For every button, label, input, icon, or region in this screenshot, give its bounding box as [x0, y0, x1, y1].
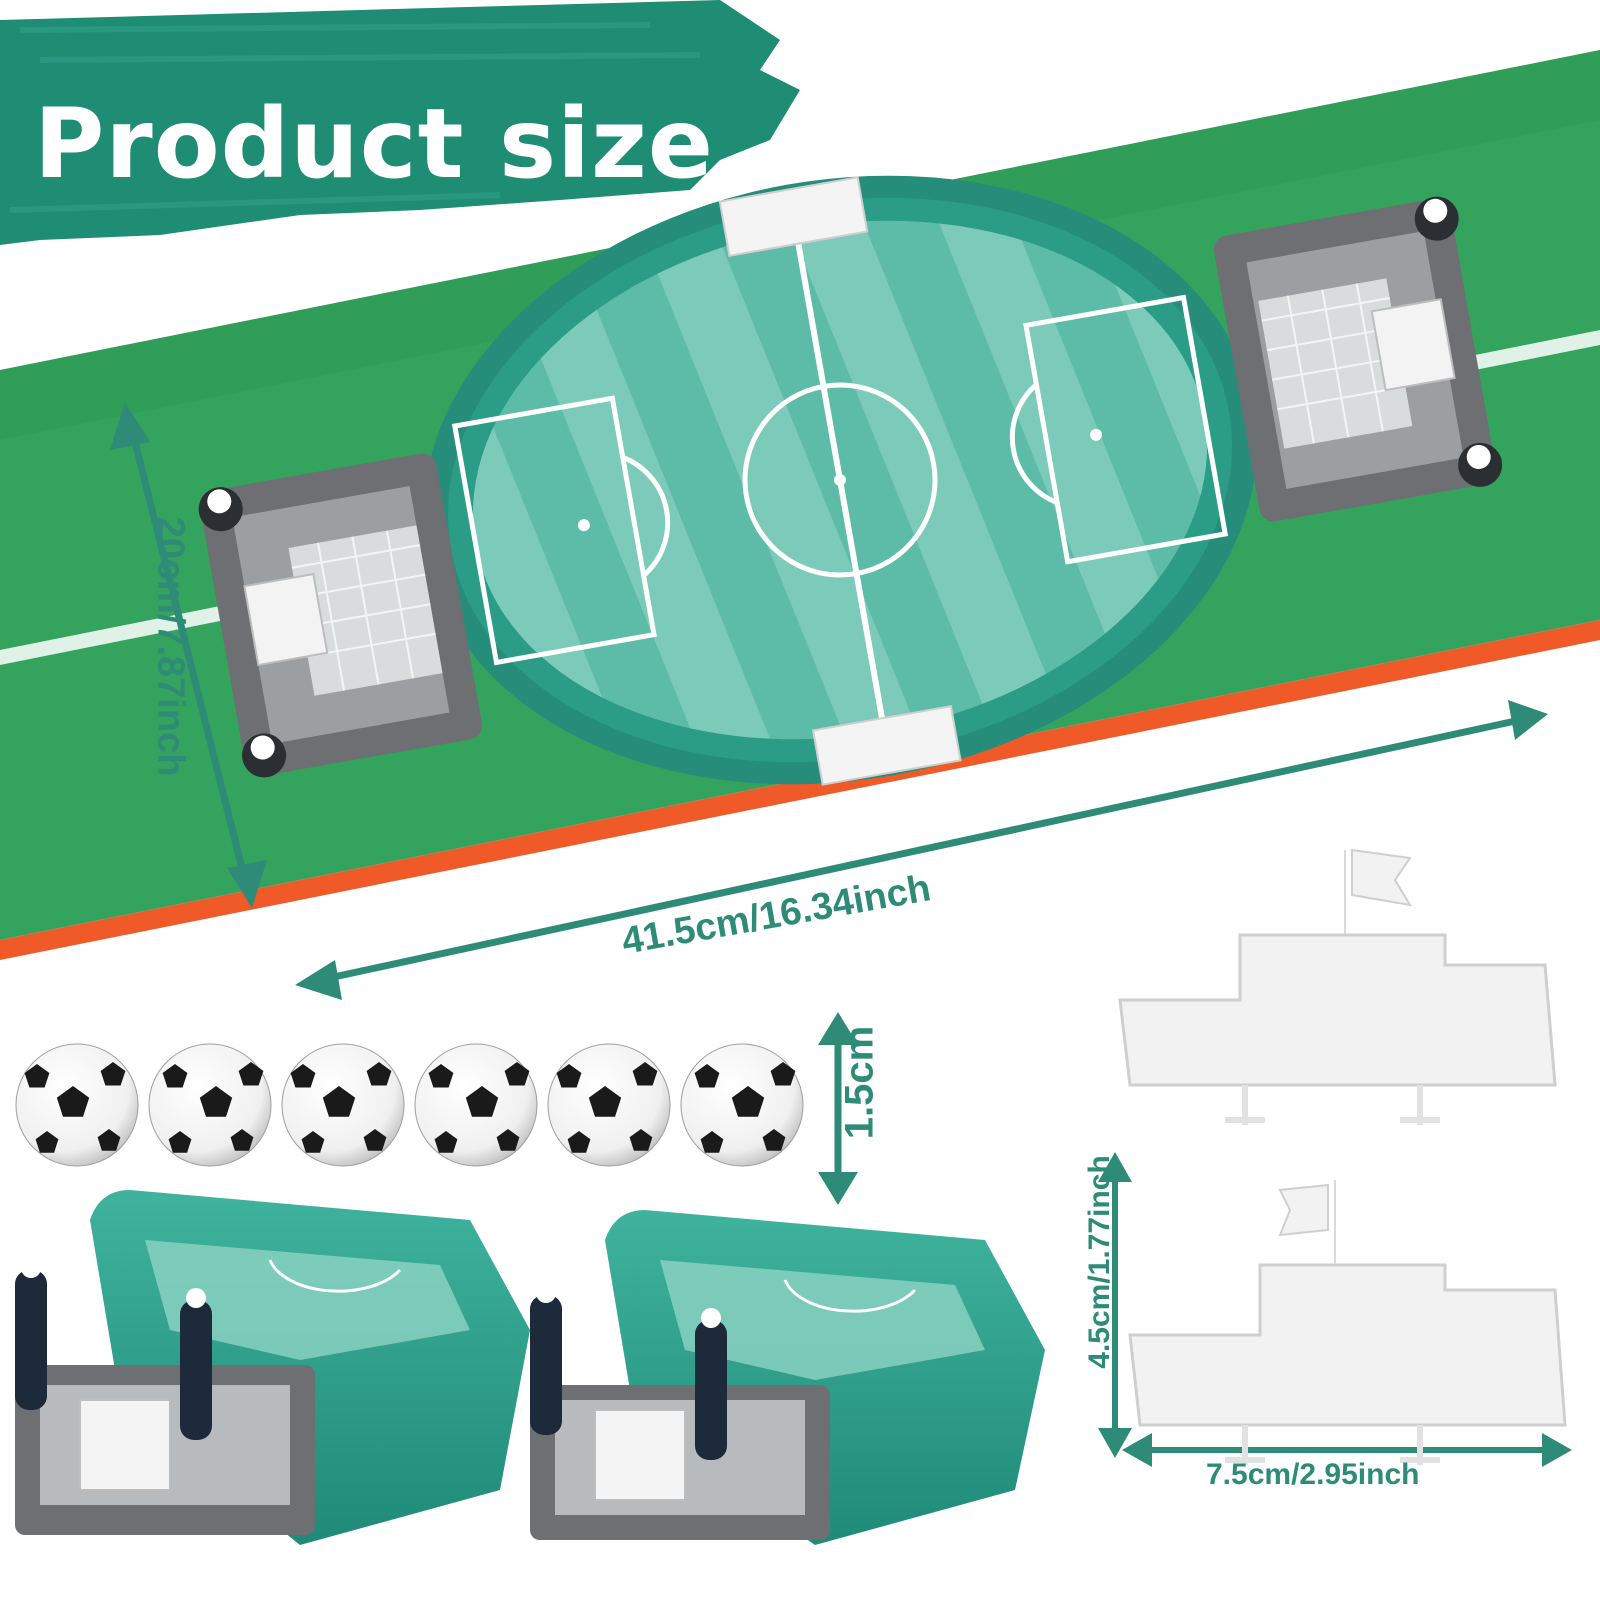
half-field-piece-left	[15, 1190, 530, 1545]
flag-width-label: 7.5cm/2.95inch	[1206, 1458, 1420, 1491]
ball-size-label: 1.5cm	[837, 1025, 882, 1140]
corner-flag-piece-bottom	[1128, 1180, 1567, 1465]
flag-height-label: 4.5cm/1.77inch	[1083, 1155, 1116, 1369]
page-title: Product size	[34, 88, 714, 200]
soccer-ball	[680, 1043, 804, 1167]
height-arrow	[110, 402, 267, 908]
soccer-ball	[414, 1043, 538, 1167]
main-football-board	[423, 175, 1257, 786]
soccer-ball	[15, 1043, 139, 1167]
flag-height-arrow	[1098, 1152, 1132, 1458]
half-field-piece-right	[530, 1210, 1045, 1545]
soccer-balls	[15, 1043, 804, 1167]
height-label: 20cm/7.87inch	[149, 516, 192, 777]
soccer-ball	[547, 1043, 671, 1167]
title-brush-stroke	[0, 0, 800, 245]
left-goal-frame	[198, 453, 483, 778]
ball-size-arrow	[818, 1012, 858, 1205]
soccer-ball	[281, 1043, 405, 1167]
corner-flag-piece-top	[1118, 848, 1557, 1125]
right-goal-frame	[1213, 196, 1503, 522]
soccer-ball	[148, 1043, 272, 1167]
width-arrow	[295, 700, 1548, 1000]
flag-width-arrow	[1122, 1433, 1572, 1467]
